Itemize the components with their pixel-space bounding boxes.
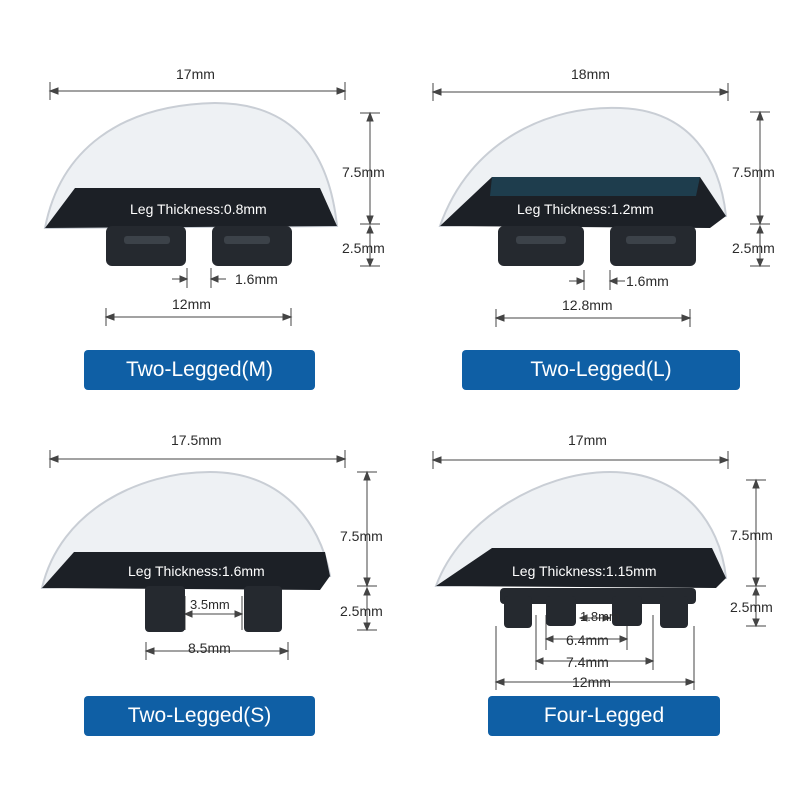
leg-thickness-label: Leg Thickness:1.6mm <box>128 563 265 579</box>
top-width-label: 17mm <box>176 66 215 82</box>
leg-thickness-label: Leg Thickness:0.8mm <box>130 201 267 217</box>
product-name-badge: Two-Legged(L) <box>462 350 740 390</box>
nose-pad-illustration <box>431 83 770 327</box>
lower-height-label: 2.5mm <box>340 603 383 619</box>
nose-pad-illustration <box>431 451 766 690</box>
panel-two-legged-m: 17mm 7.5mm 2.5mm Leg Thickness:0.8mm 1.6… <box>0 0 400 400</box>
base-width-label: 12mm <box>172 296 211 312</box>
inner-width-label: 6.4mm <box>566 632 609 648</box>
upper-height-label: 7.5mm <box>730 527 773 543</box>
leg-thickness-label: Leg Thickness:1.2mm <box>517 201 654 217</box>
product-name-badge: Two-Legged(S) <box>84 696 315 736</box>
panel-two-legged-s: 17.5mm 7.5mm 2.5mm Leg Thickness:1.6mm 3… <box>0 400 400 800</box>
upper-height-label: 7.5mm <box>340 528 383 544</box>
top-width-label: 18mm <box>571 66 610 82</box>
gap-label: 3.5mm <box>190 597 230 612</box>
gap-label: 1.6mm <box>626 273 669 289</box>
mid-width-label: 7.4mm <box>566 654 609 670</box>
nose-pad-illustration <box>40 450 377 660</box>
base-width-label: 12.8mm <box>562 297 613 313</box>
base-width-label: 8.5mm <box>188 640 231 656</box>
upper-height-label: 7.5mm <box>732 164 775 180</box>
top-width-label: 17mm <box>568 432 607 448</box>
top-width-label: 17.5mm <box>171 432 222 448</box>
product-name-badge: Four-Legged <box>488 696 720 736</box>
product-name-badge: Two-Legged(M) <box>84 350 315 390</box>
upper-height-label: 7.5mm <box>342 164 385 180</box>
lower-height-label: 2.5mm <box>732 240 775 256</box>
lower-height-label: 2.5mm <box>730 599 773 615</box>
gap-label: 1.8mm <box>580 609 620 624</box>
base-width-label: 12mm <box>572 674 611 690</box>
panel-four-legged: 17mm 7.5mm 2.5mm Leg Thickness:1.15mm 1.… <box>400 400 800 800</box>
panel-two-legged-l: 18mm 7.5mm 2.5mm Leg Thickness:1.2mm 1.6… <box>400 0 800 400</box>
nose-pad-illustration <box>43 82 380 326</box>
lower-height-label: 2.5mm <box>342 240 385 256</box>
gap-label: 1.6mm <box>235 271 278 287</box>
leg-thickness-label: Leg Thickness:1.15mm <box>512 563 657 579</box>
